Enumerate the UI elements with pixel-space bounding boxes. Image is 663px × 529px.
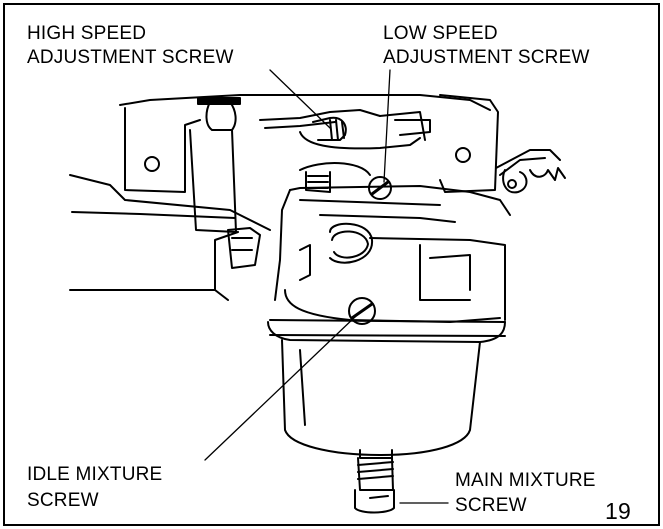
high-speed-label-line1: HIGH SPEED — [27, 23, 147, 44]
engine-body — [69, 174, 271, 301]
carburetor-body — [227, 162, 511, 459]
main-mixture-label-line2: SCREW — [455, 495, 527, 516]
high-speed-label-line2: ADJUSTMENT SCREW — [27, 47, 234, 68]
screws — [312, 116, 395, 514]
page-number: 19 — [605, 498, 631, 524]
low-speed-label-line2: ADJUSTMENT SCREW — [383, 47, 590, 68]
main-mixture-label-line1: MAIN MIXTURE — [455, 470, 596, 491]
bracket — [119, 94, 499, 233]
leader-lines — [204, 69, 449, 504]
throttle-linkage — [495, 149, 566, 194]
idle-mixture-label-line2: SCREW — [27, 490, 99, 511]
figure-frame — [3, 3, 660, 526]
idle-mixture-label-line1: IDLE MIXTURE — [27, 464, 163, 485]
low-speed-label-line1: LOW SPEED — [383, 23, 498, 44]
